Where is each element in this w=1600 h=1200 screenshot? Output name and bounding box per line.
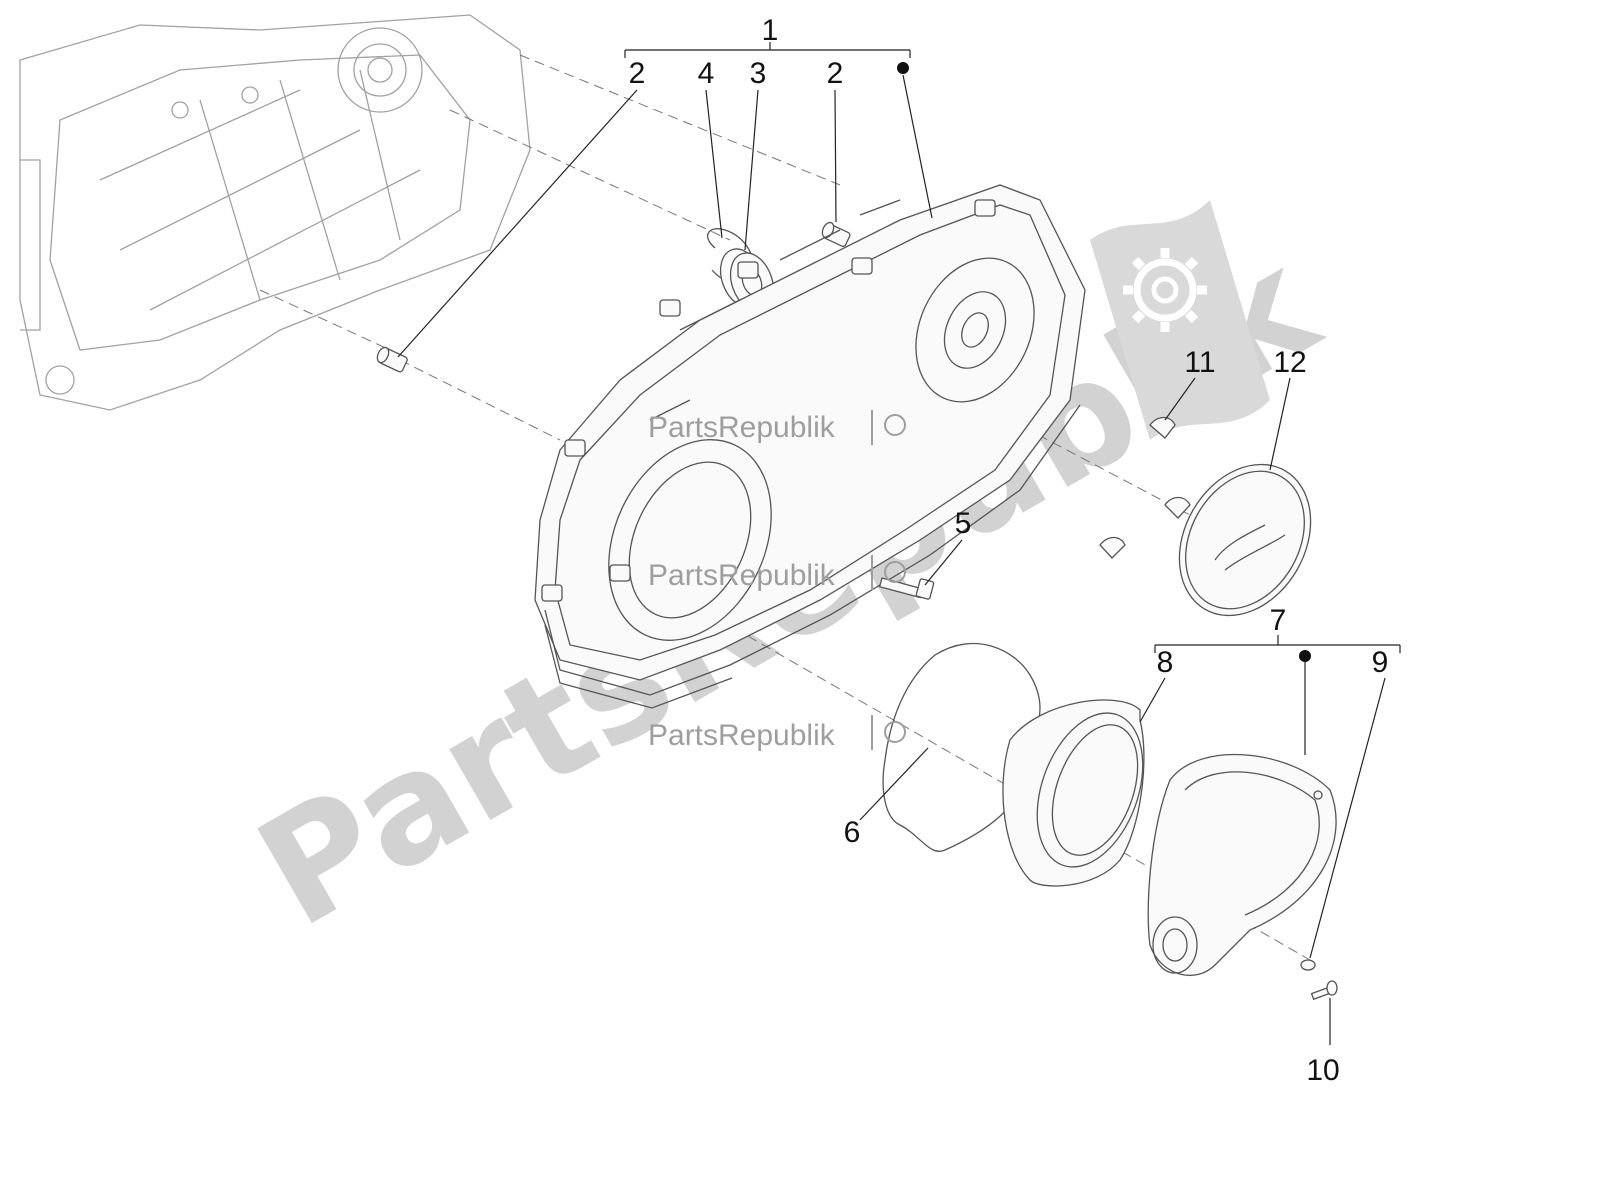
callout-7: 7 [1270,604,1287,637]
watermark-small-2: PartsRepublik [648,555,906,592]
callout-1: 1 [762,14,779,47]
dowel-pin-left [376,346,408,373]
callout-8: 8 [1157,646,1174,679]
gear-icon [1123,248,1207,332]
air-duct-ring [1002,699,1145,887]
air-intake-cover [1147,753,1337,976]
bullet-dot-7 [1299,650,1311,662]
callout-11: 11 [1184,346,1215,379]
bullet-dot-1 [897,62,909,74]
callout-labels: 1 2 4 3 2 5 6 7 8 9 10 11 12 [629,14,1389,1087]
gasket [882,642,1041,852]
watermark-small-text-3: PartsRepublik [648,719,836,752]
leader-lines [397,42,1401,1045]
washer [1300,959,1316,971]
callout-3: 3 [750,57,767,90]
screw [1310,980,1338,1001]
watermark-logo [1090,200,1270,440]
crankcase [19,14,531,411]
callout-2-right: 2 [827,57,844,90]
watermark-small-text-2: PartsRepublik [648,559,836,592]
watermark-small-text-1: PartsRepublik [648,411,836,444]
bolt [878,577,935,600]
callout-12: 12 [1273,346,1306,379]
inspection-cover [1178,463,1312,617]
callout-10: 10 [1306,1054,1339,1087]
watermark-small-3: PartsRepublik [648,715,906,752]
callout-9: 9 [1372,646,1389,679]
callout-2-left: 2 [629,57,646,90]
transmission-cover [534,184,1086,709]
dowel-pin-right [821,221,851,247]
callout-5: 5 [955,507,972,540]
callout-6: 6 [844,816,861,849]
callout-4: 4 [698,57,715,90]
watermark-small-1: PartsRepublik [648,410,906,445]
